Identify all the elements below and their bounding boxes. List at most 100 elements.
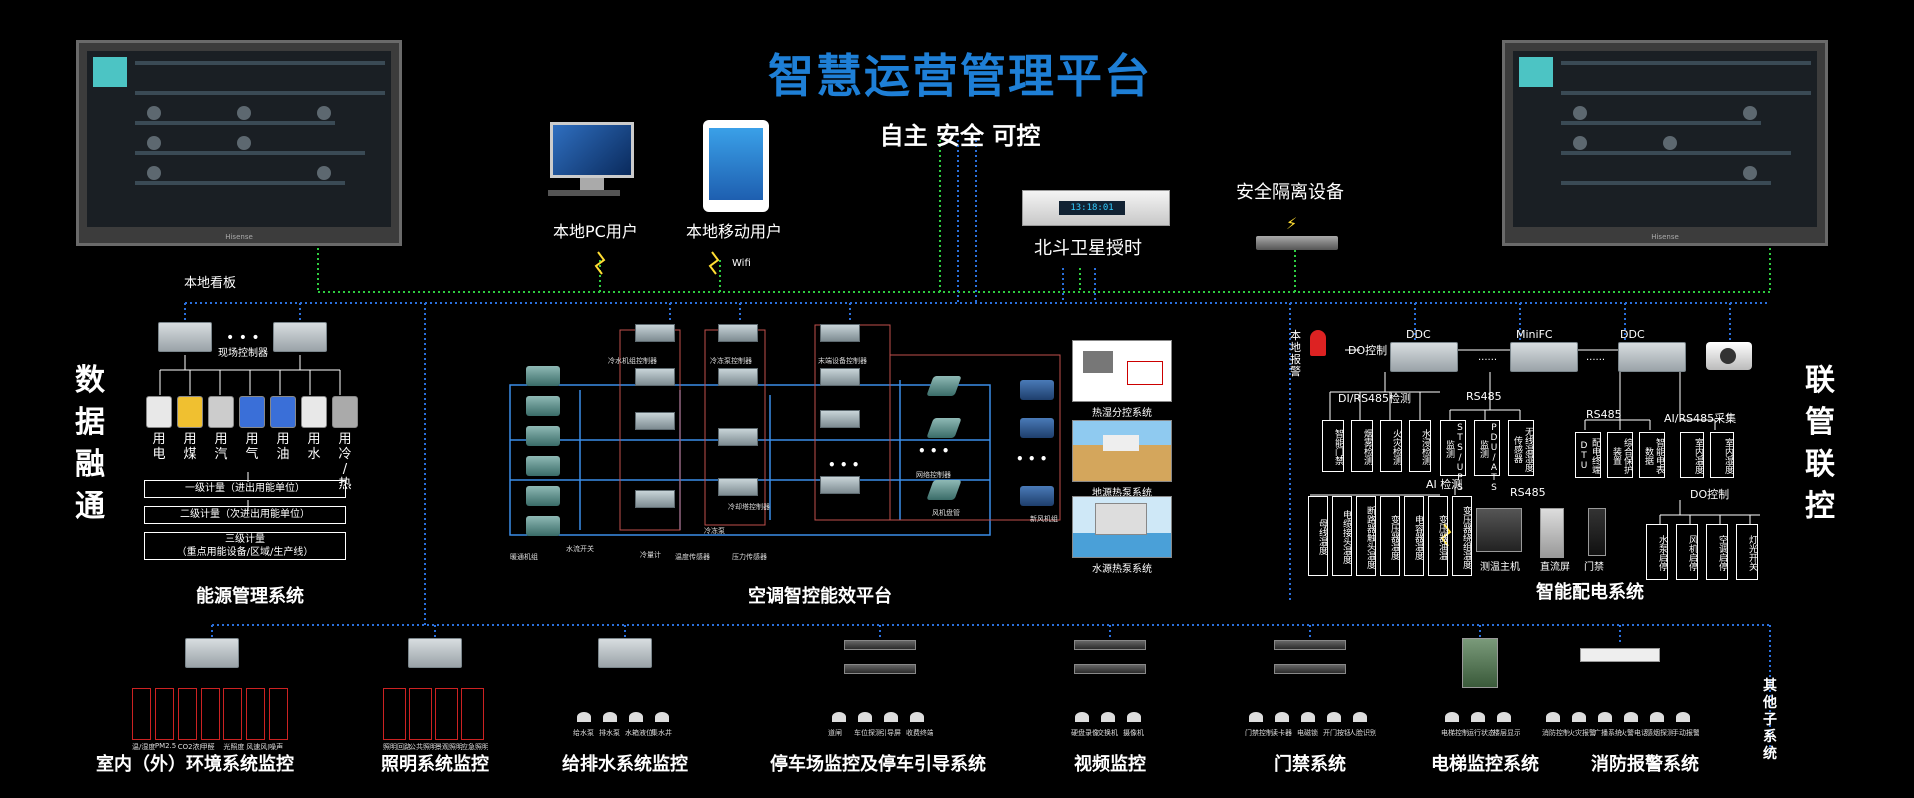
meter-label-char: 用 xyxy=(276,432,290,447)
valve-ctrl-label: 末端设备控制器 xyxy=(818,357,867,365)
thumb-ground-source xyxy=(1072,420,1172,482)
ddc-controller xyxy=(1618,342,1686,372)
alarm-char: 报 xyxy=(1290,353,1301,366)
monitor-brand: Hisense xyxy=(225,233,253,241)
power-box: 智能门禁 xyxy=(1322,420,1344,472)
field-controller xyxy=(273,322,327,352)
left-monitor: Hisense xyxy=(76,40,402,246)
monitor-logo xyxy=(93,57,127,87)
chiller-unit xyxy=(526,396,560,416)
monitor-brand: Hisense xyxy=(1651,233,1679,241)
minifc-label: MiniFC xyxy=(1516,328,1553,341)
chiller-controller xyxy=(635,368,675,386)
press-sensor-label: 压力传感器 xyxy=(732,553,767,561)
side-char: 数 xyxy=(75,363,105,398)
temp-host-device xyxy=(1476,508,1522,552)
fan-coil-unit xyxy=(926,480,962,500)
power-box: 断路器触头温度 xyxy=(1356,496,1376,576)
meter-label-char: 用 xyxy=(338,432,352,447)
temp-sensor-label: 温度传感器 xyxy=(675,553,710,561)
other-subsystem-label: 其 他 子 系 统 xyxy=(1760,678,1780,763)
side-char: 他 xyxy=(1763,695,1777,711)
meter-icon xyxy=(270,396,296,428)
keyboard-icon xyxy=(548,190,620,196)
alarm-char: 地 xyxy=(1290,341,1301,354)
new-air-unit xyxy=(1020,486,1054,506)
chiller-ctrl-label: 冷水机组控制器 xyxy=(608,357,657,365)
right-monitor: Hisense xyxy=(1502,40,1828,246)
meter-label-char: 用 xyxy=(183,432,197,447)
power-box: 电缆接头温度 xyxy=(1332,496,1352,576)
power-box: 室内湿度 xyxy=(1710,432,1734,478)
meter-icon xyxy=(146,396,172,428)
beidou-label: 北斗卫星授时 xyxy=(1034,238,1142,259)
thumb-water-source xyxy=(1072,496,1172,558)
thumb-humidity xyxy=(1072,340,1172,402)
meter-icon xyxy=(332,396,358,428)
dc-panel-device xyxy=(1540,508,1564,558)
side-char: 子 xyxy=(1763,712,1777,728)
power-box: 变压器绕组温度 xyxy=(1452,496,1472,576)
tablet-icon xyxy=(703,120,769,212)
network-ctrl-label: 网络控制器 xyxy=(916,471,951,479)
power-box: 空调启停 xyxy=(1706,524,1728,580)
chiller-unit xyxy=(526,426,560,446)
fan-dots: • • • xyxy=(918,444,950,458)
page-subtitle: 自主 安全 可控 xyxy=(879,122,1041,150)
local-board-label: 本地看板 xyxy=(184,276,237,291)
beidou-display: 13:18:01 xyxy=(1059,201,1125,215)
isolation-label: 安全隔离设备 xyxy=(1236,182,1344,203)
alarm-char: 警 xyxy=(1290,365,1301,378)
access-device xyxy=(1588,508,1606,556)
meter-label-char: 用 xyxy=(307,432,321,447)
device-label: 门禁 xyxy=(1584,562,1604,573)
power-box: 智能电表数据 xyxy=(1639,432,1665,478)
meter-row: 用电用煤用汽用气用油用水用冷/热 xyxy=(146,396,366,492)
chiller-controller xyxy=(635,324,675,342)
side-char: 联 xyxy=(1805,447,1835,482)
pc-stand-icon xyxy=(580,178,604,190)
meter-label-char: 用 xyxy=(214,432,228,447)
new-air-unit xyxy=(1020,418,1054,438)
level3-line1: 三级计量 xyxy=(225,534,265,545)
left-side-label: 数 据 融 通 xyxy=(70,360,110,528)
pump-controller xyxy=(718,324,758,342)
meter-label-char: 水 xyxy=(307,447,321,462)
isolation-device xyxy=(1256,236,1338,250)
new-air-label: 新风机组 xyxy=(1030,515,1058,523)
cold-meter-label: 冷量计 xyxy=(640,551,661,559)
meter-label-char: 冷 xyxy=(338,447,352,462)
meter-label-char: / xyxy=(342,462,348,477)
air-dots: • • • xyxy=(1016,452,1048,466)
hvac-title: 空调智控能效平台 xyxy=(748,586,892,607)
side-char: 系 xyxy=(1763,729,1777,745)
side-char: 融 xyxy=(75,447,105,482)
chiller-unit xyxy=(526,366,560,386)
level1-box: 一级计量（进出用能单位） xyxy=(144,480,346,498)
ddc-label: DDC xyxy=(1406,328,1431,341)
chiller-unit xyxy=(526,516,560,536)
meter-icon xyxy=(177,396,203,428)
page-title: 智慧运营管理平台 xyxy=(768,49,1152,103)
power-dots: ...... xyxy=(1478,352,1498,363)
monitor-logo xyxy=(1519,57,1553,87)
monitor-screen xyxy=(87,51,391,227)
meter-icon xyxy=(301,396,327,428)
chiller-controller xyxy=(635,412,675,430)
pc-user-label: 本地PC用户 xyxy=(553,222,638,241)
alarm-char: 本 xyxy=(1290,329,1301,342)
power-box: 无线温湿度传感器 xyxy=(1508,420,1534,476)
rs485-label: RS485 xyxy=(1510,486,1546,499)
ddc-controller xyxy=(1390,342,1458,372)
wifi-label: Wifi xyxy=(732,258,751,269)
power-box: 风机启停 xyxy=(1676,524,1698,580)
level3-line2: （重点用能设备/区域/生产线） xyxy=(176,547,314,558)
device-label: 测温主机 xyxy=(1480,562,1520,573)
subsystem-label: 热湿分控系统 xyxy=(1092,408,1152,419)
valve-controller xyxy=(820,368,860,386)
fan-coil-unit xyxy=(926,418,962,438)
local-alarm-label: 本 地 报 警 xyxy=(1290,330,1301,378)
energy-title: 能源管理系统 xyxy=(196,586,304,607)
meter-icon xyxy=(239,396,265,428)
chiller-unit xyxy=(526,486,560,506)
